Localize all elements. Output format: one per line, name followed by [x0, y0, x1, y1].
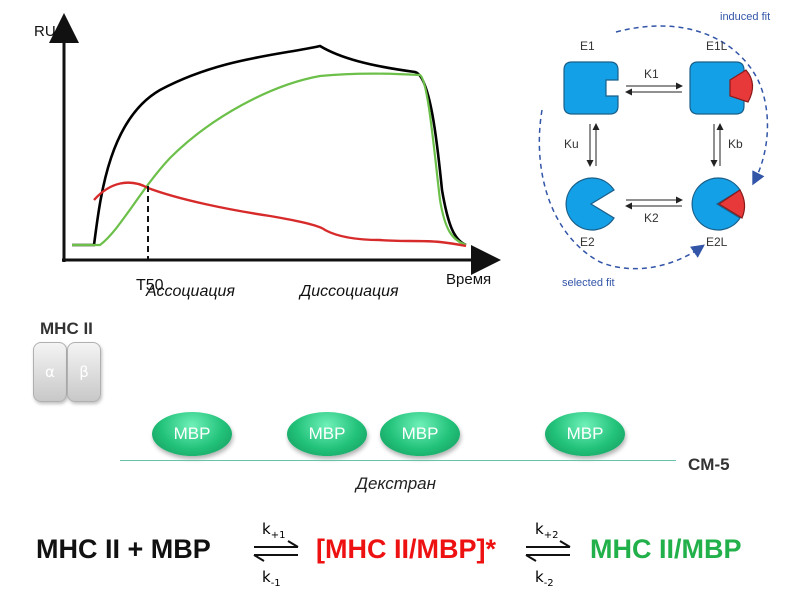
reactants-text: MHC II + MBP	[36, 534, 211, 564]
induced-fit-label: induced fit	[720, 11, 770, 23]
k-plus-1-label: k+1	[262, 520, 286, 541]
cm5-chip-label: CM-5	[688, 455, 730, 474]
k-minus-2-label: k-2	[535, 568, 554, 589]
intermediate-complex-text: [MHC II/MBP]*	[316, 534, 496, 564]
e2l-protein-shape	[691, 177, 741, 231]
red-response-curve	[93, 181, 467, 248]
product-complex-text: MHC II/MBP	[590, 534, 742, 564]
state-e2-label: E2	[580, 235, 595, 249]
k-plus-2-label: k+2	[535, 520, 559, 541]
selected-fit-label: selected fit	[562, 277, 615, 289]
state-e2l-label: E2L	[706, 235, 728, 249]
induced-fit-path	[615, 25, 769, 186]
y-axis-label: RU	[34, 23, 56, 40]
dissociation-label: Диссоциация	[298, 283, 399, 300]
state-e1-label: E1	[580, 39, 595, 53]
dextran-label: Декстран	[356, 474, 436, 493]
first-equilibrium-arrows	[253, 540, 299, 562]
k2-label: K2	[644, 211, 659, 225]
ku-label: Ku	[564, 137, 579, 151]
e1l-ligand-shape	[729, 69, 754, 103]
e2-protein-shape	[565, 177, 615, 231]
mhc-alpha-chain: α	[33, 342, 67, 402]
green-response-curve	[72, 72, 467, 247]
k-minus-1-label: k-1	[262, 568, 281, 589]
mhc-ii-label: MHC II	[40, 319, 93, 338]
mbp-ligand: MBP	[152, 412, 232, 456]
mhc-beta-chain: β	[67, 342, 101, 402]
t50-label: T50	[136, 277, 164, 294]
kb-label: Kb	[728, 137, 743, 151]
binding-mechanism-scheme: induced fit selected fit E1 E1L E2 E2L K…	[538, 11, 770, 289]
e1l-protein-shape	[689, 61, 745, 115]
mbp-ligand: MBP	[545, 412, 625, 456]
selected-fit-path	[538, 109, 705, 270]
sensor-surface-line	[120, 460, 676, 461]
e1-protein-shape	[563, 61, 619, 115]
e2l-ligand-shape	[717, 189, 746, 219]
mbp-ligand: MBP	[287, 412, 367, 456]
association-label: Ассоциация	[145, 283, 235, 300]
total-response-curve	[72, 44, 467, 247]
state-e1l-label: E1L	[706, 39, 728, 53]
x-axis-label: Время	[446, 271, 491, 288]
mbp-ligand: MBP	[380, 412, 460, 456]
sensorgram-plot: RU Время T50 Ассоциация Диссоциация	[34, 13, 501, 300]
k1-label: K1	[644, 67, 659, 81]
second-equilibrium-arrows	[525, 540, 571, 562]
